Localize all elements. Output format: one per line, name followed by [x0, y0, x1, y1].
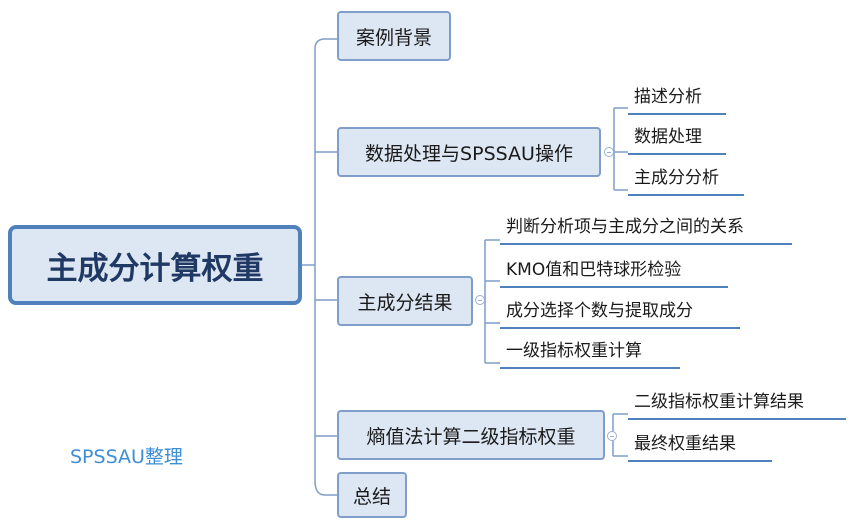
branch-node-summary[interactable]: 总结: [337, 472, 407, 518]
branch-node-pca-results[interactable]: 主成分结果: [337, 276, 473, 326]
branch-node-case-background[interactable]: 案例背景: [337, 11, 451, 61]
leaf-node[interactable]: 判断分析项与主成分之间的关系: [500, 212, 792, 245]
branch-node-entropy-method[interactable]: 熵值法计算二级指标权重: [337, 410, 605, 460]
credit-text: SPSSAU整理: [70, 446, 183, 468]
leaf-node[interactable]: 一级指标权重计算: [500, 336, 680, 369]
branch-node-data-processing[interactable]: 数据处理与SPSSAU操作: [337, 127, 601, 177]
leaf-node[interactable]: 描述分析: [628, 82, 726, 115]
leaf-node[interactable]: 最终权重结果: [628, 429, 772, 462]
connector-b2-children: [613, 107, 628, 191]
leaf-node[interactable]: 成分选择个数与提取成分: [500, 296, 740, 329]
leaf-node[interactable]: 数据处理: [628, 122, 726, 155]
root-node[interactable]: 主成分计算权重: [8, 225, 302, 305]
leaf-node[interactable]: 二级指标权重计算结果: [628, 387, 846, 420]
connector-branch-1: [314, 38, 337, 50]
leaf-node[interactable]: KMO值和巴特球形检验: [500, 255, 728, 288]
collapse-toggle-icon[interactable]: [475, 295, 485, 305]
collapse-toggle-icon[interactable]: [604, 147, 614, 157]
connector-branch-5: [314, 480, 337, 496]
leaf-node[interactable]: 主成分分析: [628, 163, 744, 196]
connector-b3-children: [484, 239, 500, 364]
connector-b4-children: [612, 413, 628, 457]
collapse-toggle-icon[interactable]: [607, 431, 617, 441]
